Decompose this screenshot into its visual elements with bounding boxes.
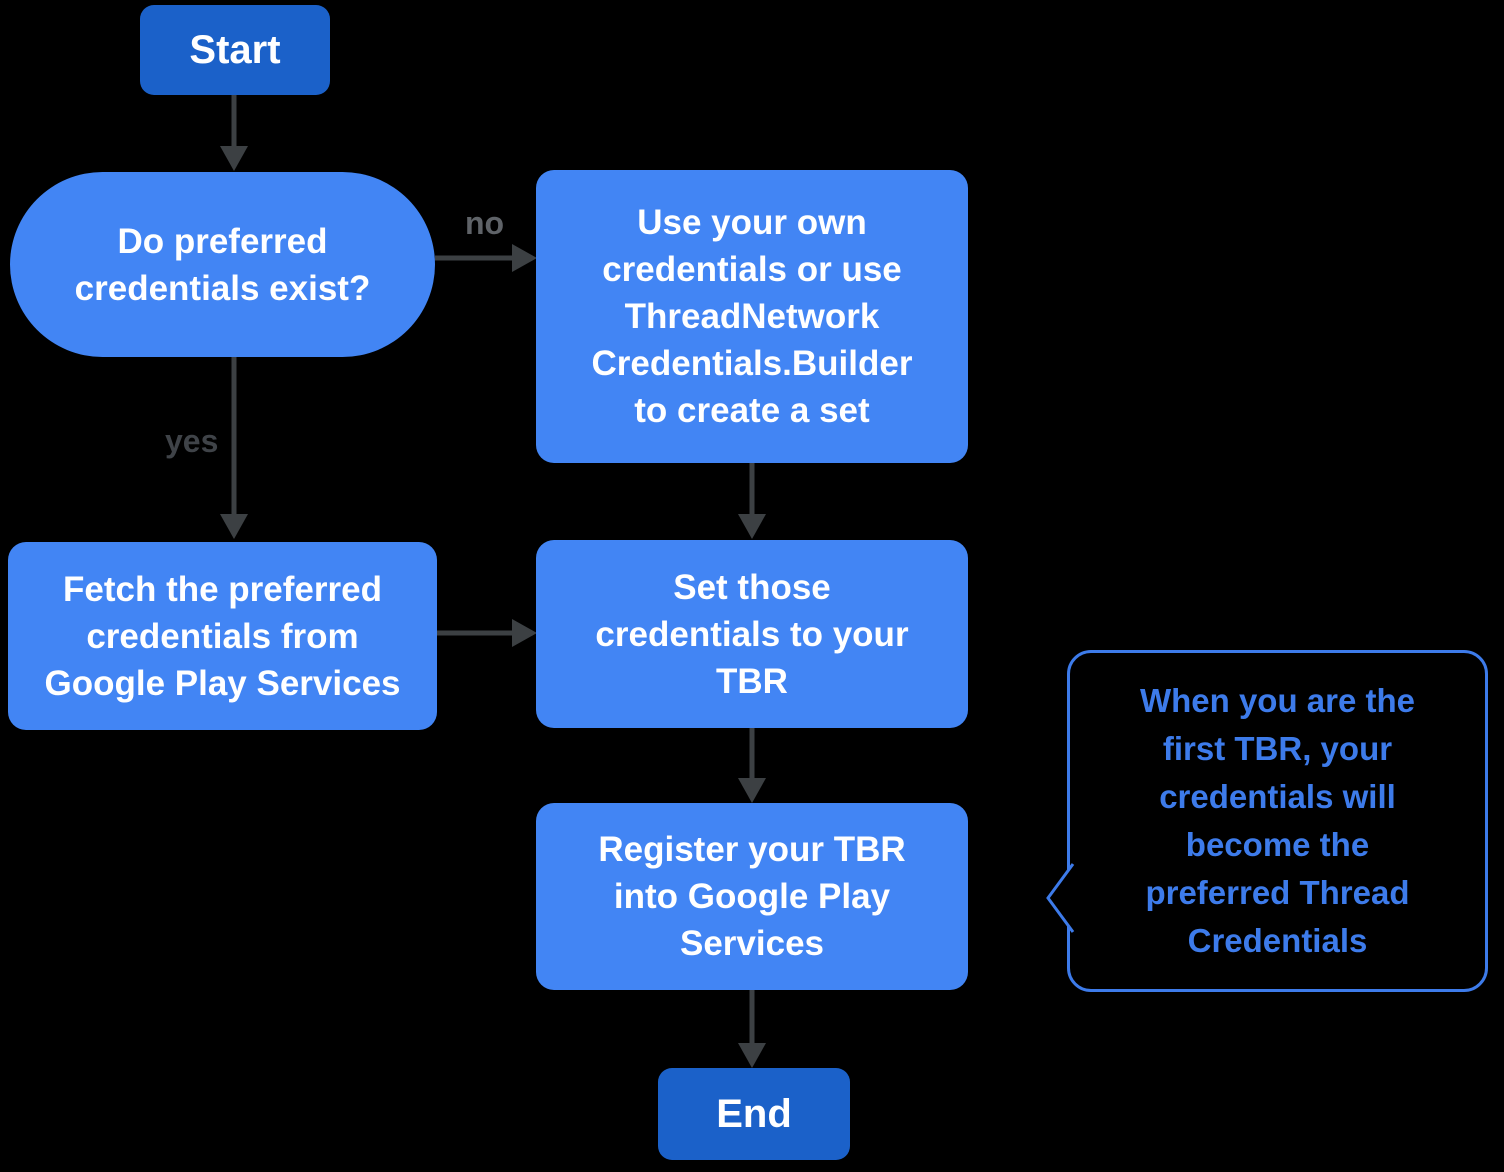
node-start-label: Start: [189, 27, 281, 72]
node-set-credentials-label: Set those credentials to your TBR: [595, 567, 909, 701]
arrowhead-start-to-decision-icon: [220, 146, 248, 171]
node-set-credentials: Set those credentials to your TBR: [536, 540, 968, 728]
edge-label-yes: yes: [165, 423, 219, 459]
node-register-tbr: Register your TBR into Google Play Servi…: [536, 803, 968, 990]
node-start: Start: [140, 5, 330, 95]
node-end-label: End: [716, 1091, 792, 1136]
arrowhead-decision-to-use-own-icon: [512, 244, 537, 272]
arrowhead-fetch-to-set-icon: [512, 619, 537, 647]
arrowhead-use-own-to-set-icon: [738, 514, 766, 539]
callout-pointer-icon: [1046, 863, 1075, 933]
callout-note: When you are the first TBR, your credent…: [1046, 650, 1488, 992]
node-decision-preferred-credentials: Do preferred credentials exist?: [10, 172, 435, 357]
callout-text: When you are the first TBR, your credent…: [1139, 682, 1416, 959]
node-register-tbr-label: Register your TBR into Google Play Servi…: [598, 830, 906, 963]
node-use-own-credentials: Use your own credentials or use ThreadNe…: [536, 170, 968, 463]
arrowhead-register-to-end-icon: [738, 1043, 766, 1068]
node-fetch-preferred-credentials-label: Fetch the preferred credentials from Goo…: [44, 569, 401, 703]
arrowhead-decision-to-fetch-icon: [220, 514, 248, 539]
node-end: End: [658, 1068, 850, 1160]
edge-label-no: no: [465, 205, 505, 241]
node-fetch-preferred-credentials: Fetch the preferred credentials from Goo…: [8, 542, 437, 730]
node-use-own-credentials-label: Use your own credentials or use ThreadNe…: [591, 203, 913, 430]
arrowhead-set-to-register-icon: [738, 778, 766, 803]
node-decision-label: Do preferred credentials exist?: [74, 221, 371, 308]
